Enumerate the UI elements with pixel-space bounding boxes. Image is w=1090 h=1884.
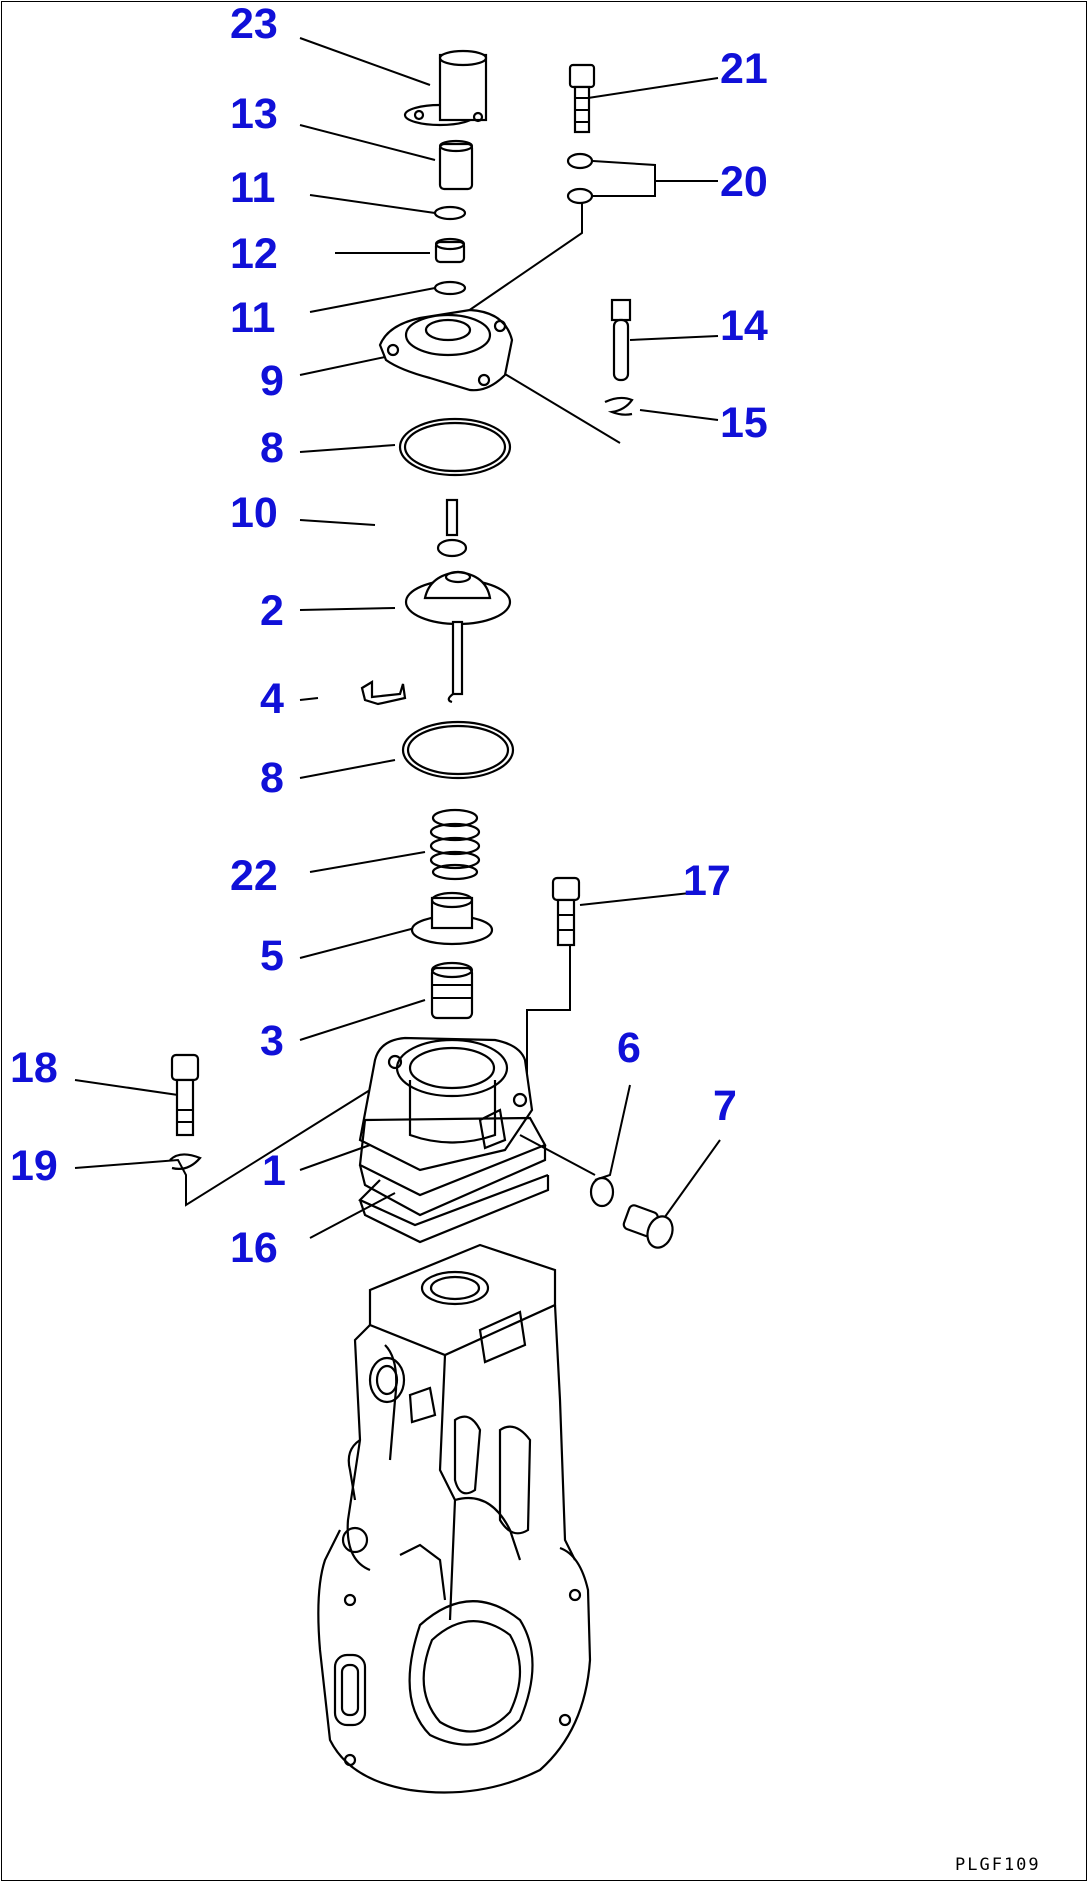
- callout-21: 21: [720, 45, 768, 93]
- leader-10: [299, 519, 376, 526]
- leader-4: [299, 697, 319, 701]
- leader-16: [309, 1192, 396, 1239]
- part-21-bolt: [568, 63, 596, 134]
- leader-lines: [74, 37, 721, 1239]
- part-14-pin: [610, 298, 632, 382]
- leader-9-bolt: [494, 367, 621, 444]
- part-8-gasket-lower: [401, 720, 515, 780]
- part-23-cap: [403, 49, 488, 127]
- part-11-washer-lower: [433, 280, 467, 296]
- leader-22: [309, 851, 426, 873]
- part-13-sleeve: [438, 139, 474, 191]
- leader-19: [74, 1089, 371, 1207]
- pump-body-casting: [317, 1243, 592, 1794]
- callout-11-lower: 11: [230, 294, 275, 342]
- callout-20: 20: [720, 158, 768, 206]
- leader-13: [299, 124, 436, 161]
- leader-8b: [299, 759, 396, 779]
- part-16-gasket-plate: [358, 1116, 550, 1244]
- leader-11b: [309, 287, 436, 313]
- leader-3: [299, 999, 426, 1041]
- callout-3: 3: [260, 1017, 284, 1065]
- leader-1: [299, 1144, 371, 1171]
- callout-16: 16: [230, 1224, 278, 1272]
- leader-14: [629, 335, 719, 341]
- part-15-clip: [604, 396, 634, 416]
- callout-14: 14: [720, 302, 768, 350]
- leader-2: [299, 607, 396, 611]
- part-11-washer-upper: [433, 205, 467, 221]
- leader-18: [74, 1079, 179, 1096]
- callout-15: 15: [720, 399, 768, 447]
- part-20-washer-lower: [566, 187, 594, 205]
- leader-11a: [309, 194, 436, 214]
- callout-12: 12: [230, 230, 278, 278]
- callout-8-upper: 8: [260, 424, 284, 472]
- callout-13: 13: [230, 90, 278, 138]
- callout-18: 18: [10, 1044, 58, 1092]
- part-10-screw: [436, 498, 468, 558]
- callout-8-lower: 8: [260, 754, 284, 802]
- callout-1: 1: [262, 1147, 286, 1195]
- part-2-diaphragm: [404, 570, 512, 704]
- callout-5: 5: [260, 932, 284, 980]
- callout-labels: 23 13 11 12 11 9 8 10 2 4 8 22 5 3 18 19…: [10, 0, 768, 1272]
- callout-22: 22: [230, 852, 278, 900]
- callout-19: 19: [10, 1142, 58, 1190]
- part-4-clip: [360, 680, 407, 706]
- part-8-gasket-upper: [398, 417, 512, 477]
- part-5-seat: [410, 891, 494, 946]
- part-18-bolt: [170, 1053, 200, 1137]
- leader-23: [299, 37, 431, 86]
- callout-6: 6: [617, 1024, 641, 1072]
- part-6-washer: [589, 1176, 615, 1208]
- callout-7: 7: [713, 1082, 737, 1130]
- leader-20-target: [454, 200, 583, 321]
- leader-20-bracket: [592, 160, 656, 197]
- part-20-washer-upper: [566, 152, 594, 170]
- leader-7: [656, 1139, 721, 1229]
- part-1-housing: [358, 1036, 534, 1172]
- leader-9: [299, 356, 386, 376]
- part-9-cover: [378, 308, 514, 392]
- callout-4: 4: [260, 675, 284, 723]
- leader-8a: [299, 444, 396, 453]
- callout-17: 17: [683, 857, 731, 905]
- leader-15: [639, 409, 719, 421]
- callout-10: 10: [230, 489, 278, 537]
- callout-2: 2: [260, 587, 284, 635]
- callout-23: 23: [230, 0, 278, 48]
- leader-21: [587, 77, 719, 99]
- part-19-washer: [169, 1153, 202, 1170]
- drawing-code: PLGF109: [955, 1855, 1041, 1875]
- leader-17: [579, 892, 691, 906]
- part-7-plug: [622, 1204, 674, 1249]
- leader-5: [299, 927, 416, 959]
- part-22-spring: [429, 808, 481, 881]
- leader-6-target: [519, 1134, 596, 1176]
- leader-6: [594, 1084, 631, 1181]
- part-3-nozzle: [430, 961, 474, 1020]
- callout-11-upper: 11: [230, 164, 275, 212]
- part-17-bolt: [551, 876, 581, 947]
- leader-17-target: [526, 945, 571, 1085]
- callout-9: 9: [260, 357, 284, 405]
- part-12-collar: [434, 237, 466, 264]
